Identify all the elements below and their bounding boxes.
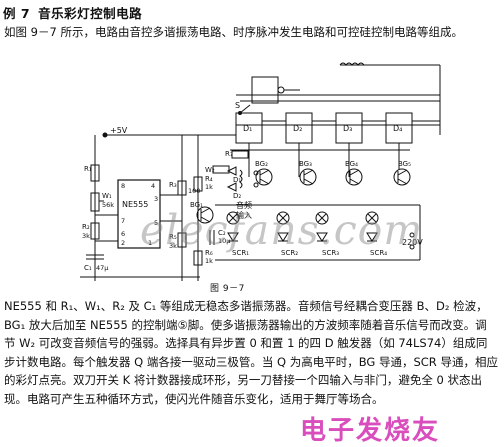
intro-paragraph: 如图 9－7 所示，电路由音控多谐振荡电路、时序脉冲发生电路和可控硅控制电路等组… [4, 25, 463, 39]
pot-w2 [212, 165, 230, 174]
resistor-r6 [193, 250, 203, 266]
watermark-chinese: 电子发烧友 [300, 416, 441, 446]
pin4-label: 4 [151, 182, 155, 190]
r6-value: 1k [205, 257, 213, 265]
vcc-node [102, 132, 108, 138]
example-title: 例 7 音乐彩灯控制电路 [3, 3, 142, 22]
resistor-r4 [193, 176, 203, 192]
switch-s-label: S [235, 101, 240, 110]
r5-value: 3k [169, 242, 177, 250]
diode-d1 [226, 166, 237, 176]
nand-gate [251, 76, 300, 104]
flip-flop-d2: D₂ [285, 112, 313, 144]
ne555-label: NE555 [122, 200, 148, 209]
input-label: 输入 [236, 210, 252, 220]
r4-label: R₄ [205, 175, 213, 183]
switch-s: S [235, 101, 251, 115]
ac-voltage-label: 220V [402, 238, 423, 247]
pin2-label: 2 [121, 239, 125, 247]
r5-label: R₅ [169, 233, 177, 241]
c1-value: 47μ [96, 264, 108, 272]
flip-flop-d1: D₁ [235, 112, 263, 144]
r4-value: 1k [205, 183, 213, 191]
transistor-bg2: BG₂ [255, 160, 273, 186]
scr-2: SCR₂ [277, 232, 298, 257]
resistor-r3 [177, 180, 187, 196]
c2-label: C₂ [218, 229, 226, 237]
bg2-label: BG₂ [255, 160, 268, 168]
transistor-bg5: BG₅ [393, 160, 411, 186]
ff-d2-label: D₂ [293, 124, 302, 133]
scr-3: SCR₃ [316, 232, 339, 257]
flip-flop-d4: D₄ [385, 112, 413, 144]
bg1-label: BG₁ [190, 201, 203, 209]
scr-4: SCR₄ [366, 232, 387, 257]
pin5-label: 5 [154, 219, 158, 227]
pot-w1 [90, 192, 100, 212]
body-paragraph: NE555 和 R₁、W₁、R₂ 及 C₁ 等组成无稳态多谐振荡器。音频信号经耦… [4, 299, 498, 406]
d2-label: D₂ [233, 192, 241, 200]
diode-d2 [226, 182, 237, 192]
w2-label: W₂ [205, 166, 215, 174]
lamp-3 [315, 211, 329, 225]
ff-d1-label: D₁ [243, 124, 252, 133]
c1-label: C₁ [84, 264, 92, 272]
scr3-label: SCR₃ [322, 249, 339, 257]
pin6-label: 6 [121, 230, 125, 238]
c2-value: 10μ [218, 237, 230, 245]
transistor-bg4: BG₄ [345, 160, 363, 186]
vcc-label: +5V [110, 126, 128, 135]
scr2-label: SCR₂ [281, 249, 298, 257]
ff-d4-label: D₄ [393, 124, 402, 133]
ff-d3-label: D₃ [343, 124, 352, 133]
pin8-label: 8 [121, 182, 125, 190]
w1-label: W₁ [102, 192, 112, 200]
pin7-label: 7 [121, 217, 125, 225]
r2-value: 3k [82, 232, 90, 240]
lamp-4 [365, 211, 379, 225]
transistor-bg3: BG₃ [299, 160, 317, 186]
d1-label: D₁ [233, 176, 241, 184]
figure-caption: 图 9－7 [210, 284, 245, 294]
pin3-label: 3 [154, 195, 158, 203]
r1-label: R₁ [84, 165, 92, 173]
transistor-bg1: BG₁ [190, 201, 214, 224]
example-number: 例 7 [3, 6, 31, 21]
resistor-r7 [231, 150, 249, 159]
ac-terminal-2 [409, 244, 415, 250]
circuit-diagram: +5V S D₁ D₂ D₃ D₄ NE555 8 4 [80, 62, 441, 281]
bg4-label: BG₄ [345, 160, 358, 168]
resistor-r5 [177, 232, 187, 248]
scr1-label: SCR₁ [232, 249, 249, 257]
audio-input-terminal-2 [253, 182, 259, 188]
flip-flop-d3: D₃ [335, 112, 363, 144]
ne555-chip: NE555 8 4 3 5 7 6 2 1 [117, 179, 161, 249]
watermark-url: elecfans.com [140, 206, 424, 254]
resistor-r1 [90, 164, 100, 182]
coupling-transformer [239, 169, 243, 189]
r7-label: R₇ [225, 150, 233, 158]
lamp-1 [226, 211, 240, 225]
r2-label: R₂ [82, 223, 90, 231]
bg5-label: BG₅ [398, 160, 411, 168]
ac-terminal-1 [409, 232, 415, 238]
r3-label: R₃ [169, 181, 177, 189]
bg3-label: BG₃ [299, 160, 312, 168]
resistor-r2 [90, 222, 100, 240]
scr4-label: SCR₄ [370, 249, 387, 257]
r6-label: R₆ [205, 249, 213, 257]
ring-coil [339, 62, 365, 66]
lamp-2 [276, 211, 290, 225]
scr-1: SCR₁ [227, 232, 249, 257]
example-heading: 音乐彩灯控制电路 [38, 6, 143, 21]
pin1-label: 1 [148, 239, 152, 247]
w1-value: 56k [102, 201, 114, 209]
